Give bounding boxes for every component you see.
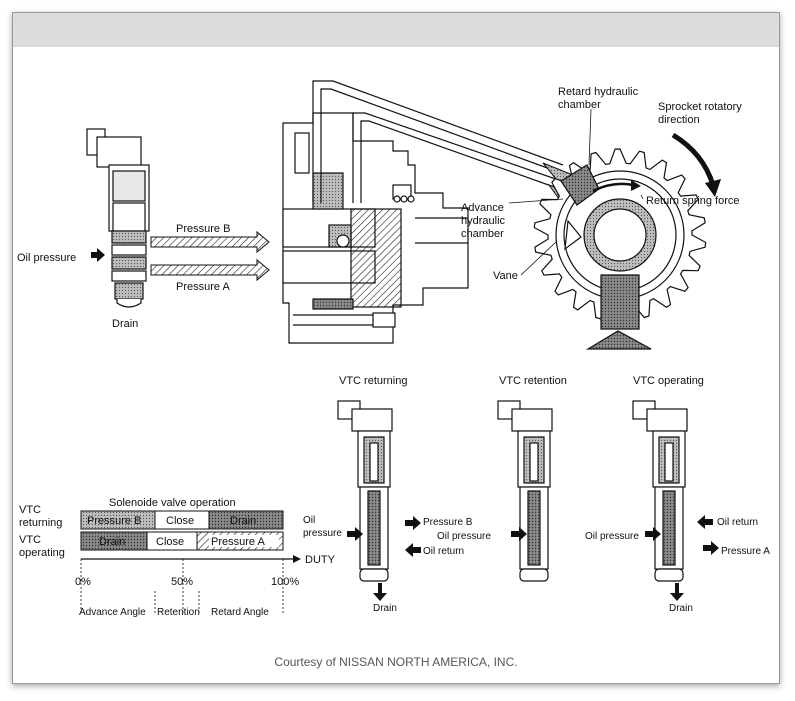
operating-pressure-a-label: Pressure A <box>721 546 770 557</box>
valve-cap <box>646 408 688 432</box>
row1-cell-drain <box>208 510 284 530</box>
retention-oil-pressure-arrow <box>511 527 527 541</box>
operating-pressure-a-arrow <box>703 541 719 555</box>
table-operating-label: operating <box>19 547 65 559</box>
returning-pressure-label: pressure <box>303 528 342 539</box>
row2-drain-text: Drain <box>99 536 125 548</box>
returning-pressure-b-arrow <box>405 516 421 530</box>
valve-plunger <box>529 442 539 482</box>
figure-frame: Oil pressure Drain Pressure B Pressure A <box>12 12 780 684</box>
valve-spool <box>527 490 541 566</box>
returning-drain-arrow <box>373 583 387 601</box>
operating-drain-arrow <box>670 583 684 601</box>
row2-pressure-a-text: Pressure A <box>211 536 265 548</box>
table-vtc-label-2: VTC <box>19 534 41 546</box>
retard-chamber-label-1: Retard hydraulic <box>558 86 639 98</box>
tick-0: 0% <box>75 576 91 588</box>
sprocket-hub <box>560 164 677 350</box>
valve-tip <box>519 568 549 582</box>
pressure-a-label: Pressure A <box>176 281 230 293</box>
returning-oil-return-label: Oil return <box>423 546 464 557</box>
tick-dashes <box>80 559 284 615</box>
cam-housing <box>282 112 469 344</box>
operating-drain-label: Drain <box>669 603 693 614</box>
valve-tip <box>359 568 389 582</box>
solenoid-operation-table: Solenoide valve operation VTC returning … <box>19 497 336 618</box>
returning-oil-pressure-arrow <box>347 527 363 541</box>
returning-oil-return-arrow <box>405 543 421 557</box>
sprocket-label-2: direction <box>658 114 700 126</box>
valve-returning <box>337 400 393 582</box>
table-vtc-label-1: VTC <box>19 504 41 516</box>
pressure-b-label: Pressure B <box>176 223 230 235</box>
tick-100: 100% <box>271 576 299 588</box>
valve-spool <box>367 490 381 566</box>
table-title: Solenoide valve operation <box>109 497 236 509</box>
row1-drain-text: Drain <box>230 515 256 527</box>
operating-oil-pressure-arrow <box>645 527 661 541</box>
valve-retention <box>497 400 553 582</box>
row2-close-text: Close <box>156 536 184 548</box>
advance-chamber-label-1: Advance <box>461 202 504 214</box>
duty-axis-arrowhead <box>293 555 301 563</box>
pressure-b-arrow <box>150 230 270 254</box>
oil-pressure-label: Oil pressure <box>17 252 76 264</box>
sprocket-rotation-arrowhead <box>705 179 721 197</box>
valve-spool <box>662 490 676 566</box>
vane-label: Vane <box>493 270 518 282</box>
return-spring-label: Return spring force <box>646 195 740 207</box>
range-advance: Advance Angle <box>79 607 146 618</box>
state-retention-title: VTC retention <box>499 375 567 387</box>
valve-operating <box>632 400 688 582</box>
advance-chamber-label-3: chamber <box>461 228 504 240</box>
header-bar <box>13 13 779 47</box>
row2-pressure-a-bg <box>209 535 279 547</box>
duty-label: DUTY <box>305 554 336 566</box>
operating-oil-return-label: Oil return <box>717 517 758 528</box>
range-retention: Retention <box>157 607 200 618</box>
state-operating-title: VTC operating <box>633 375 704 387</box>
oil-line-upper <box>312 80 564 203</box>
returning-oil-label: Oil <box>303 515 315 526</box>
retention-oil-pressure-label: Oil pressure <box>437 531 491 542</box>
returning-pressure-b-label: Pressure B <box>423 517 473 528</box>
operating-oil-pressure-label: Oil pressure <box>585 531 639 542</box>
returning-drain-label: Drain <box>373 603 397 614</box>
credit-caption: Courtesy of NISSAN NORTH AMERICA, INC. <box>274 655 518 669</box>
sprocket-label-1: Sprocket rotatory <box>658 101 742 113</box>
row1-pressure-b-text: Pressure B <box>87 515 141 527</box>
valve-plunger <box>664 442 674 482</box>
tick-50: 50% <box>171 576 193 588</box>
state-returning-title: VTC returning <box>339 375 407 387</box>
advance-chamber-label-2: hydraulic <box>461 215 506 227</box>
row1-close-text: Close <box>166 515 194 527</box>
range-retard: Retard Angle <box>211 607 269 618</box>
valve-tip <box>654 568 684 582</box>
drain-label-top: Drain <box>112 318 138 330</box>
pressure-a-arrow <box>150 258 270 282</box>
oil-line-lower <box>352 112 574 203</box>
table-returning-label: returning <box>19 517 62 529</box>
valve-plunger <box>369 442 379 482</box>
leader-lines <box>508 108 644 276</box>
valve-cap <box>511 408 553 432</box>
valve-cap <box>351 408 393 432</box>
return-spring-arrowhead <box>631 180 641 191</box>
vtc-diagram: Oil pressure Drain Pressure B Pressure A <box>17 80 770 618</box>
top-solenoid-valve <box>86 128 150 308</box>
retard-chamber-label-2: chamber <box>558 99 601 111</box>
operating-oil-return-arrow <box>697 515 713 529</box>
sprocket-rotation-arrow <box>671 132 716 186</box>
return-spring-arrow <box>592 182 634 193</box>
oil-pressure-arrow <box>91 248 105 262</box>
